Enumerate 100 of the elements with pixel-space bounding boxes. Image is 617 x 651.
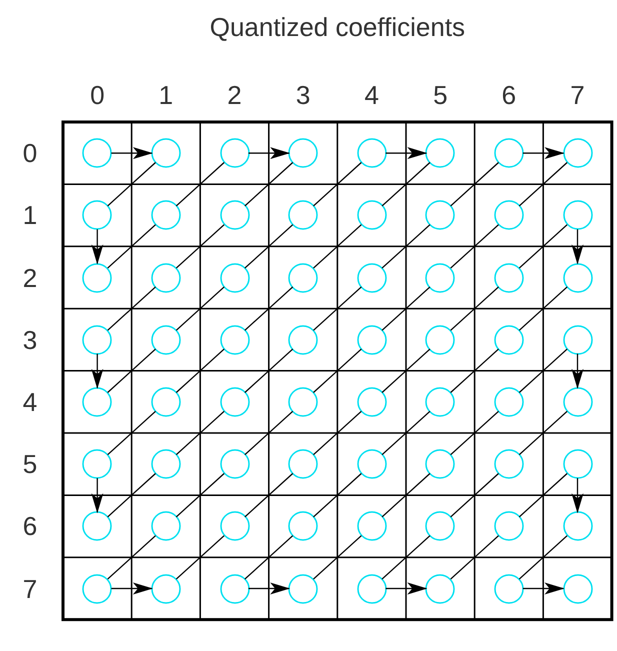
circle-marker [425, 386, 456, 417]
circle-marker [425, 449, 456, 480]
row-index: 4 [22, 388, 38, 415]
arrow [111, 582, 153, 594]
circle-marker [150, 449, 181, 480]
circle-marker [82, 262, 112, 292]
row-index: 6 [22, 513, 38, 540]
circle-marker [562, 262, 592, 292]
circle-marker [356, 574, 387, 604]
circle-marker [562, 386, 592, 417]
circle-marker [494, 449, 524, 480]
column-index: 0 [90, 82, 105, 108]
circle-marker [494, 511, 524, 542]
connector-line [450, 286, 499, 331]
connector-line [176, 224, 225, 269]
column-index: 7 [570, 82, 585, 108]
circle-marker [356, 262, 387, 292]
connector-line [107, 535, 156, 580]
circle-marker [425, 324, 456, 355]
row-index: 0 [22, 140, 38, 166]
circle-marker [288, 386, 318, 417]
column-index: 4 [364, 82, 379, 108]
connector-line [382, 535, 430, 580]
row-index: 3 [22, 326, 38, 353]
connector-line [450, 224, 499, 269]
connector-line [244, 535, 294, 580]
circle-marker [562, 200, 592, 230]
connector-line [313, 286, 362, 331]
arrow [572, 354, 584, 389]
row-index: 2 [22, 264, 38, 290]
circle-marker [82, 324, 112, 355]
connector-line [450, 535, 499, 580]
arrow [91, 478, 104, 514]
circle-marker [425, 574, 456, 604]
circle-marker [150, 138, 181, 168]
connector-line [382, 286, 430, 331]
connector-line [382, 473, 430, 518]
circle-marker [288, 324, 318, 355]
circle-marker [82, 386, 112, 417]
column-index: 5 [433, 82, 448, 108]
circle-marker [288, 138, 318, 168]
connector-line [244, 348, 294, 393]
connector-line [244, 286, 294, 331]
arrow [386, 147, 428, 160]
connector-line [107, 224, 156, 269]
connector-line [244, 410, 294, 456]
circle-marker [288, 574, 318, 604]
circle-marker [220, 574, 250, 604]
connector-line [518, 535, 568, 580]
circle-marker [82, 574, 112, 604]
connector-line [518, 162, 568, 206]
connector-line [382, 224, 430, 269]
connector-line [518, 286, 568, 331]
circle-marker [220, 200, 250, 230]
circle-marker [220, 511, 250, 542]
connector-line [244, 224, 294, 269]
connector-line [450, 348, 499, 393]
arrow [522, 147, 564, 160]
column-index: 6 [502, 82, 516, 108]
arrow [248, 582, 290, 594]
arrow [111, 147, 153, 160]
circle-marker [425, 511, 456, 542]
circle-marker [562, 449, 592, 480]
circle-marker [494, 138, 524, 168]
circle-marker [494, 262, 524, 292]
connector-line [450, 473, 499, 518]
circle-marker [150, 574, 181, 604]
connector-line [382, 348, 430, 393]
diagram-title: Quantized coefficients [210, 14, 466, 40]
circle-marker [150, 511, 181, 542]
connector-line [176, 348, 225, 393]
connector-line [450, 162, 499, 206]
circle-marker [288, 511, 318, 542]
circle-marker [82, 200, 112, 230]
connector-line [518, 348, 568, 393]
arrow [572, 229, 584, 264]
circle-marker [356, 200, 387, 230]
connector-line [107, 473, 156, 518]
circle-marker [494, 386, 524, 417]
column-index: 1 [158, 82, 174, 108]
connector-line [313, 473, 362, 518]
circle-marker [562, 511, 592, 542]
circle-marker [150, 386, 181, 417]
row-index: 1 [22, 202, 38, 228]
circle-marker [82, 138, 112, 168]
connector-line [313, 224, 362, 269]
circle-marker [220, 262, 250, 292]
arrow [386, 582, 428, 594]
circle-marker [425, 262, 456, 292]
circle-marker [356, 449, 387, 480]
circle-marker [150, 200, 181, 230]
connector-line [107, 286, 156, 331]
circle-marker [562, 324, 592, 355]
circle-marker [356, 324, 387, 355]
column-index: 3 [296, 82, 310, 108]
arrow [248, 147, 290, 160]
row-index: 7 [22, 576, 38, 602]
circle-marker [82, 511, 112, 542]
arrow [572, 478, 584, 514]
circle-marker [150, 262, 181, 292]
